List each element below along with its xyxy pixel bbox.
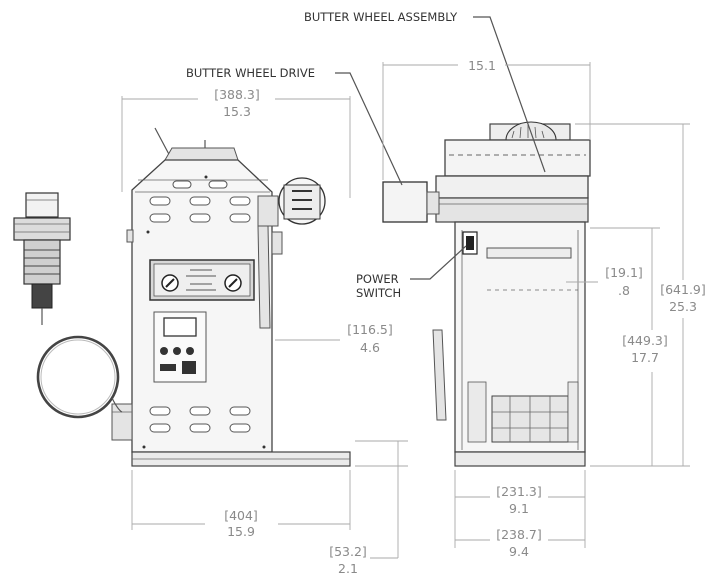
top-vents <box>149 180 251 223</box>
dim-side-width-in: 15.1 <box>468 58 496 73</box>
dim-total-height-in: 25.3 <box>669 299 697 314</box>
bottom-vents <box>149 406 251 433</box>
dim-base-width-in: 15.9 <box>227 524 255 539</box>
bottom-grid <box>467 381 579 443</box>
dim-drive-offset-in: 4.6 <box>360 340 380 355</box>
cord-coil <box>36 335 120 419</box>
dim-side-outer-in: 9.4 <box>509 544 529 559</box>
dim-side-outer-mm: [238.7] <box>496 527 542 542</box>
dimension-lines <box>121 62 690 559</box>
side-drive-box <box>382 181 428 223</box>
side-base <box>454 451 586 467</box>
label-power-switch-line1: POWER <box>356 272 399 286</box>
label-butter-wheel-assembly: BUTTER WHEEL ASSEMBLY <box>304 10 458 24</box>
wheel-housing <box>444 139 591 177</box>
dim-front-width-mm: [388.3] <box>214 87 260 102</box>
dim-lip-mm: [19.1] <box>605 265 643 280</box>
dim-cabinet-height-mm: [449.3] <box>622 333 668 348</box>
button-icon <box>186 347 194 355</box>
plug-body <box>23 239 61 285</box>
dim-base-height-mm: [53.2] <box>329 544 367 559</box>
dim-lip-in: .8 <box>618 283 630 298</box>
dim-side-inner-in: 9.1 <box>509 501 529 516</box>
button-icon <box>160 347 168 355</box>
power-cord <box>13 192 123 419</box>
label-butter-wheel-drive: BUTTER WHEEL DRIVE <box>186 66 315 80</box>
plug-collar <box>13 217 71 241</box>
front-view <box>111 127 351 467</box>
drive-bracket <box>257 195 279 227</box>
hopper-top <box>164 147 239 161</box>
leader-lines <box>335 16 546 280</box>
display-screen <box>163 317 197 337</box>
front-switch-icon <box>182 361 196 374</box>
dim-base-width-mm: [404] <box>224 508 258 523</box>
dim-total-height-mm: [641.9] <box>660 282 706 297</box>
dim-side-inner-mm: [231.3] <box>496 484 542 499</box>
dim-front-width-in: 15.3 <box>223 104 251 119</box>
plug-top <box>25 192 59 218</box>
dim-cabinet-height-in: 17.7 <box>631 350 659 365</box>
button-icon <box>173 347 181 355</box>
dim-drive-offset-mm: [116.5] <box>347 322 393 337</box>
label-power-switch-line2: SWITCH <box>356 286 401 300</box>
side-view <box>382 121 591 467</box>
dim-base-height-in: 2.1 <box>338 561 358 576</box>
